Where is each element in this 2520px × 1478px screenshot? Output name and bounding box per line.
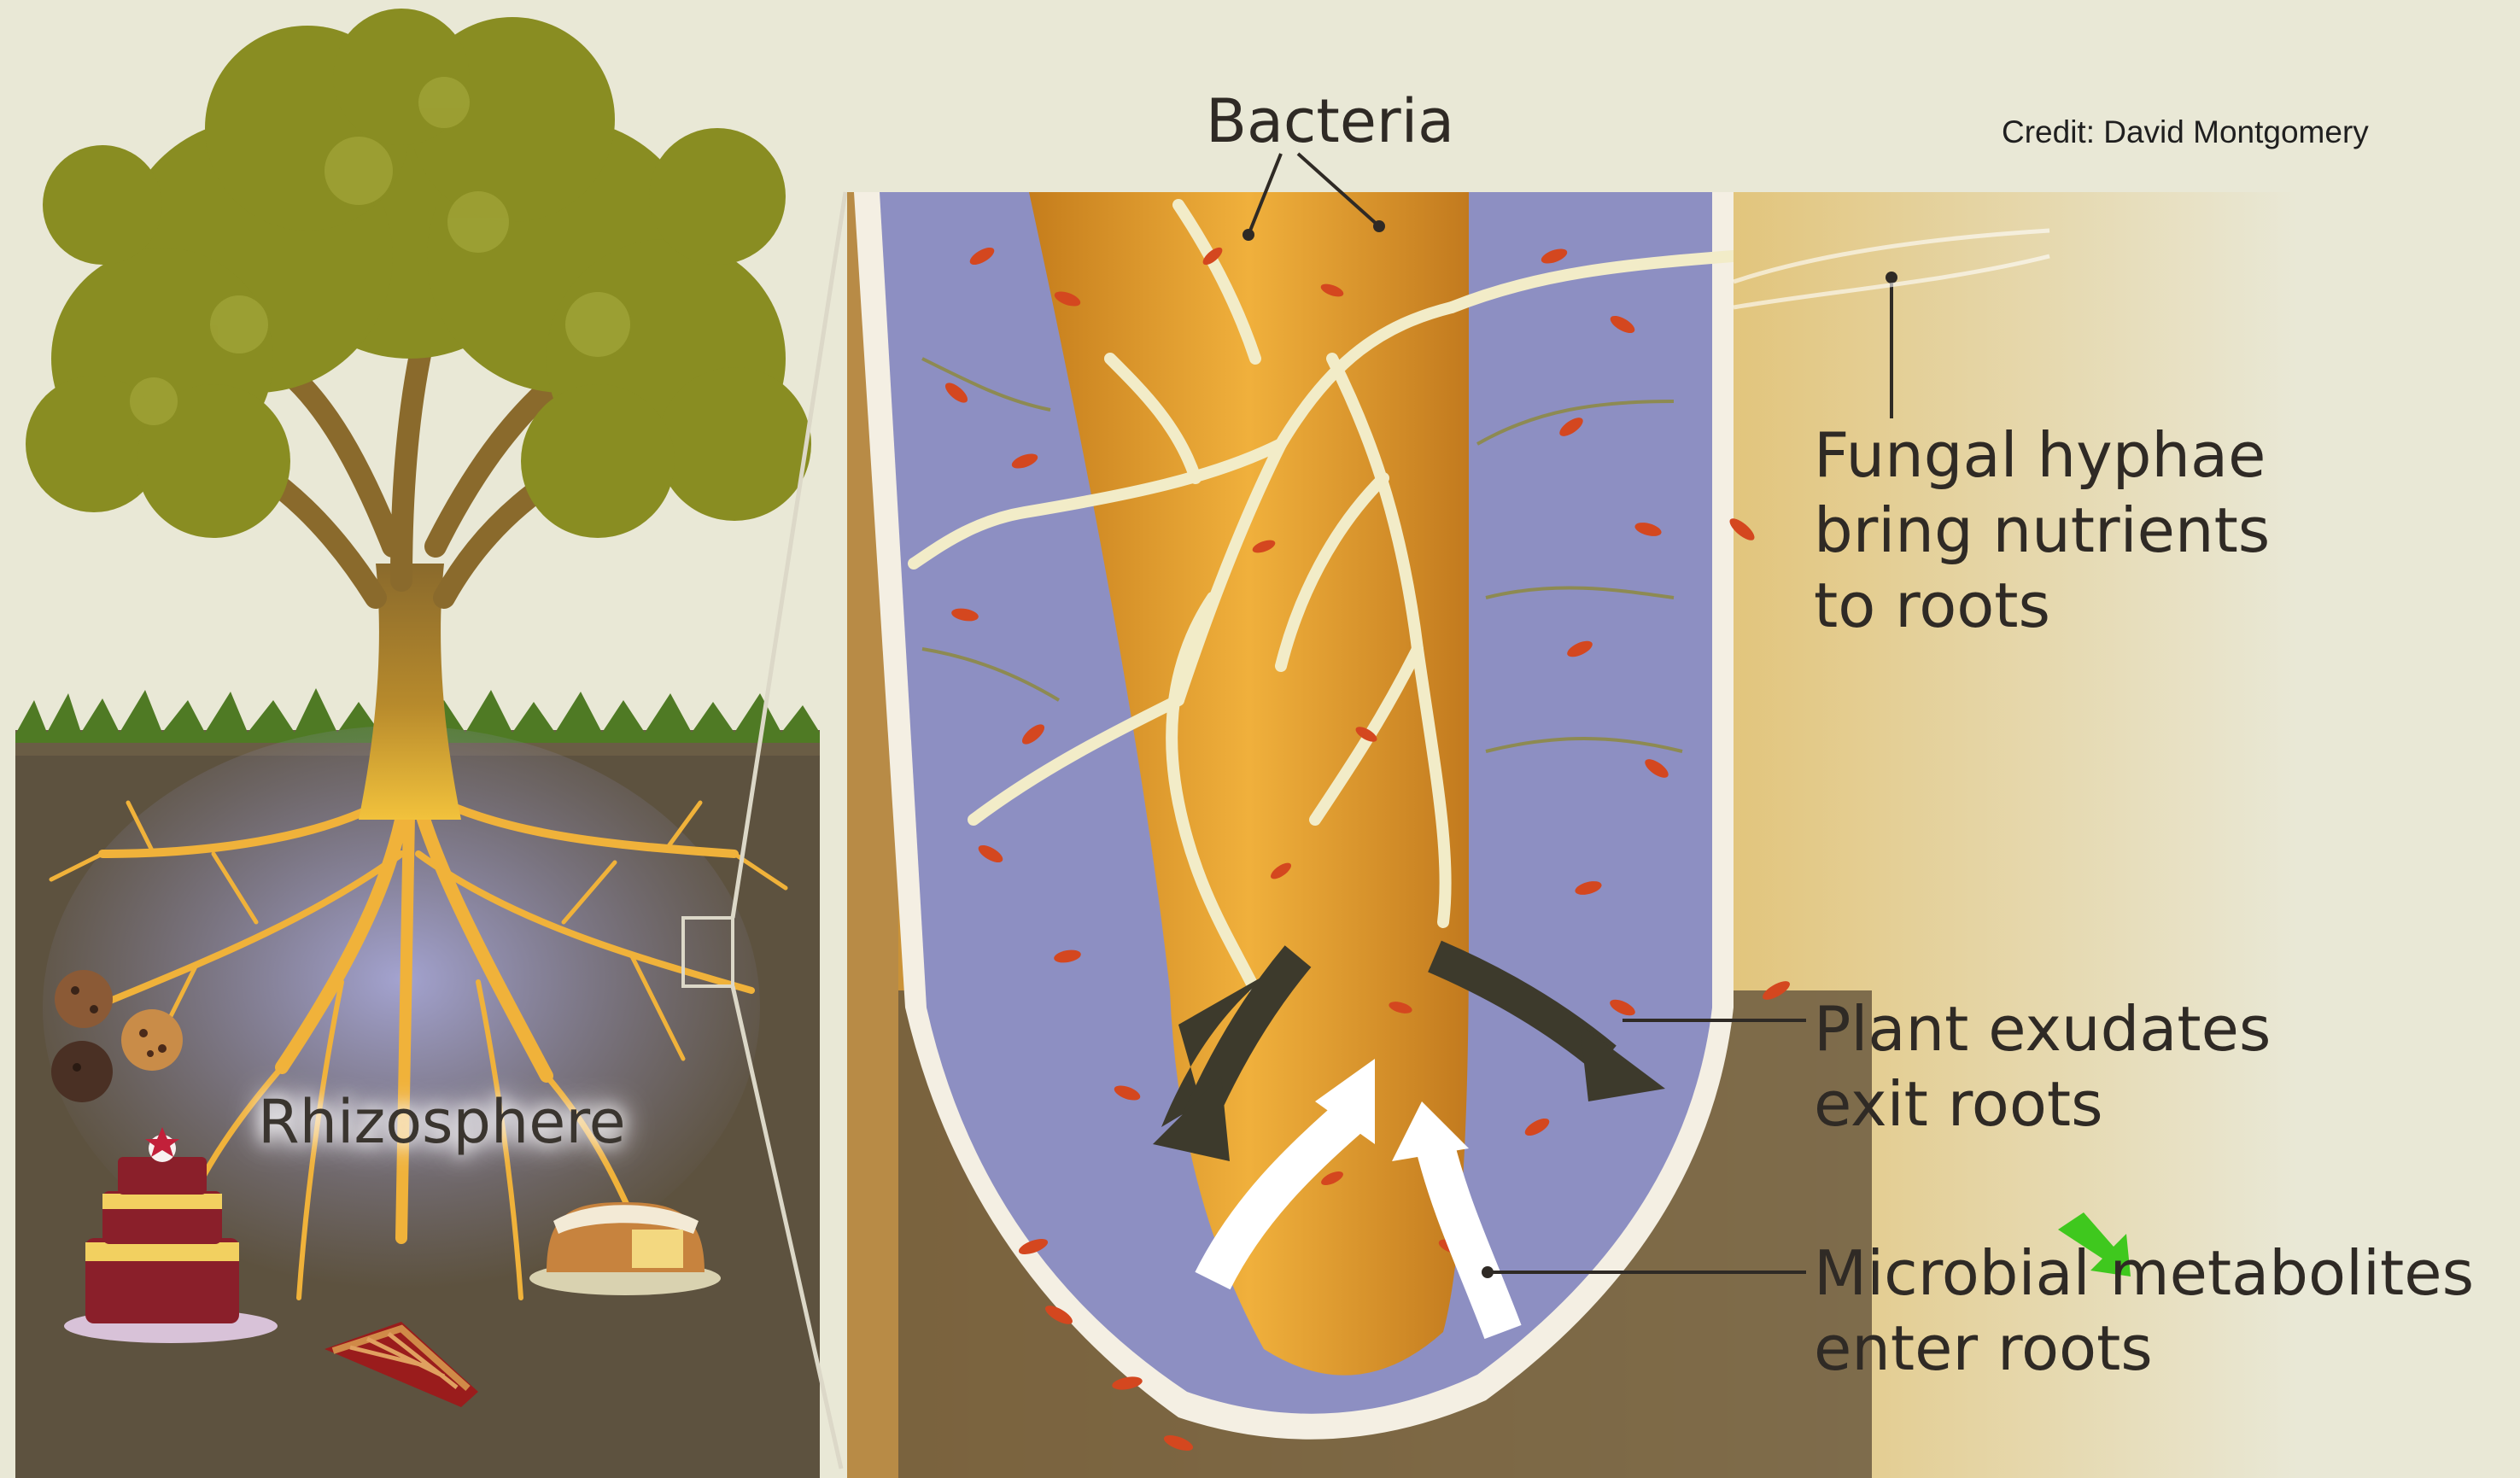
microbial-metabolites-label: Microbial metabolites enter roots <box>1814 1236 2474 1387</box>
exudates-line-1: Plant exudates <box>1814 992 2271 1067</box>
bacteria-label: Bacteria <box>1206 85 1454 158</box>
rhizosphere-label: Rhizosphere <box>258 1086 626 1159</box>
metabolites-line-1: Microbial metabolites <box>1814 1236 2474 1312</box>
fungal-line-2: bring nutrients <box>1814 494 2270 569</box>
fungal-hyphae-label: Fungal hyphae bring nutrients to roots <box>1814 418 2270 643</box>
exudates-line-2: exit roots <box>1814 1067 2271 1142</box>
metabolites-line-2: enter roots <box>1814 1312 2474 1387</box>
fungal-line-3: to roots <box>1814 569 2270 644</box>
credit-label: Credit: David Montgomery <box>2002 113 2369 151</box>
fungal-line-1: Fungal hyphae <box>1814 418 2270 494</box>
plant-exudates-label: Plant exudates exit roots <box>1814 992 2271 1142</box>
